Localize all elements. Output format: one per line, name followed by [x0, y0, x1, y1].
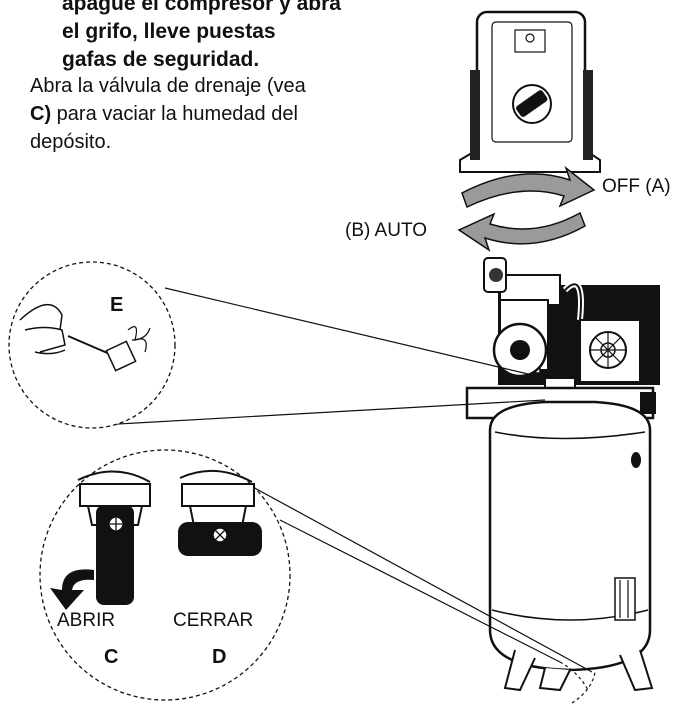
compressor-head-icon	[483, 257, 660, 407]
callout-cd-detail	[39, 449, 291, 701]
callout-c-label: C	[104, 646, 119, 668]
auto-label: (B) AUTO	[345, 220, 427, 241]
drain-instruction: Abra la válvula de drenaje (vea C) para …	[30, 72, 330, 156]
safety-warning: apague el compresor y abra el grifo, lle…	[62, 0, 341, 74]
callout-e-detail	[8, 261, 176, 429]
warning-line-2: el grifo, lleve puestas	[62, 20, 276, 43]
off-label: OFF (A)	[602, 176, 671, 197]
off-arrow-icon	[461, 165, 596, 209]
instruction-text-2: para vaciar la humedad del depósito.	[30, 103, 298, 153]
open-label: ABRIR	[57, 610, 116, 631]
close-label: CERRAR	[173, 610, 254, 631]
instruction-text-1: Abra la válvula de drenaje (vea	[30, 75, 306, 97]
pressure-switch-icon	[459, 10, 601, 173]
callout-d-label: D	[212, 646, 227, 668]
air-tank-icon	[488, 400, 654, 692]
callout-e-label: E	[110, 294, 124, 316]
warning-line-3: gafas de seguridad.	[62, 48, 260, 71]
auto-arrow-icon	[457, 211, 586, 252]
warning-line-1: apague el compresor y abra	[62, 0, 341, 15]
instruction-ref-c: C)	[30, 103, 52, 125]
